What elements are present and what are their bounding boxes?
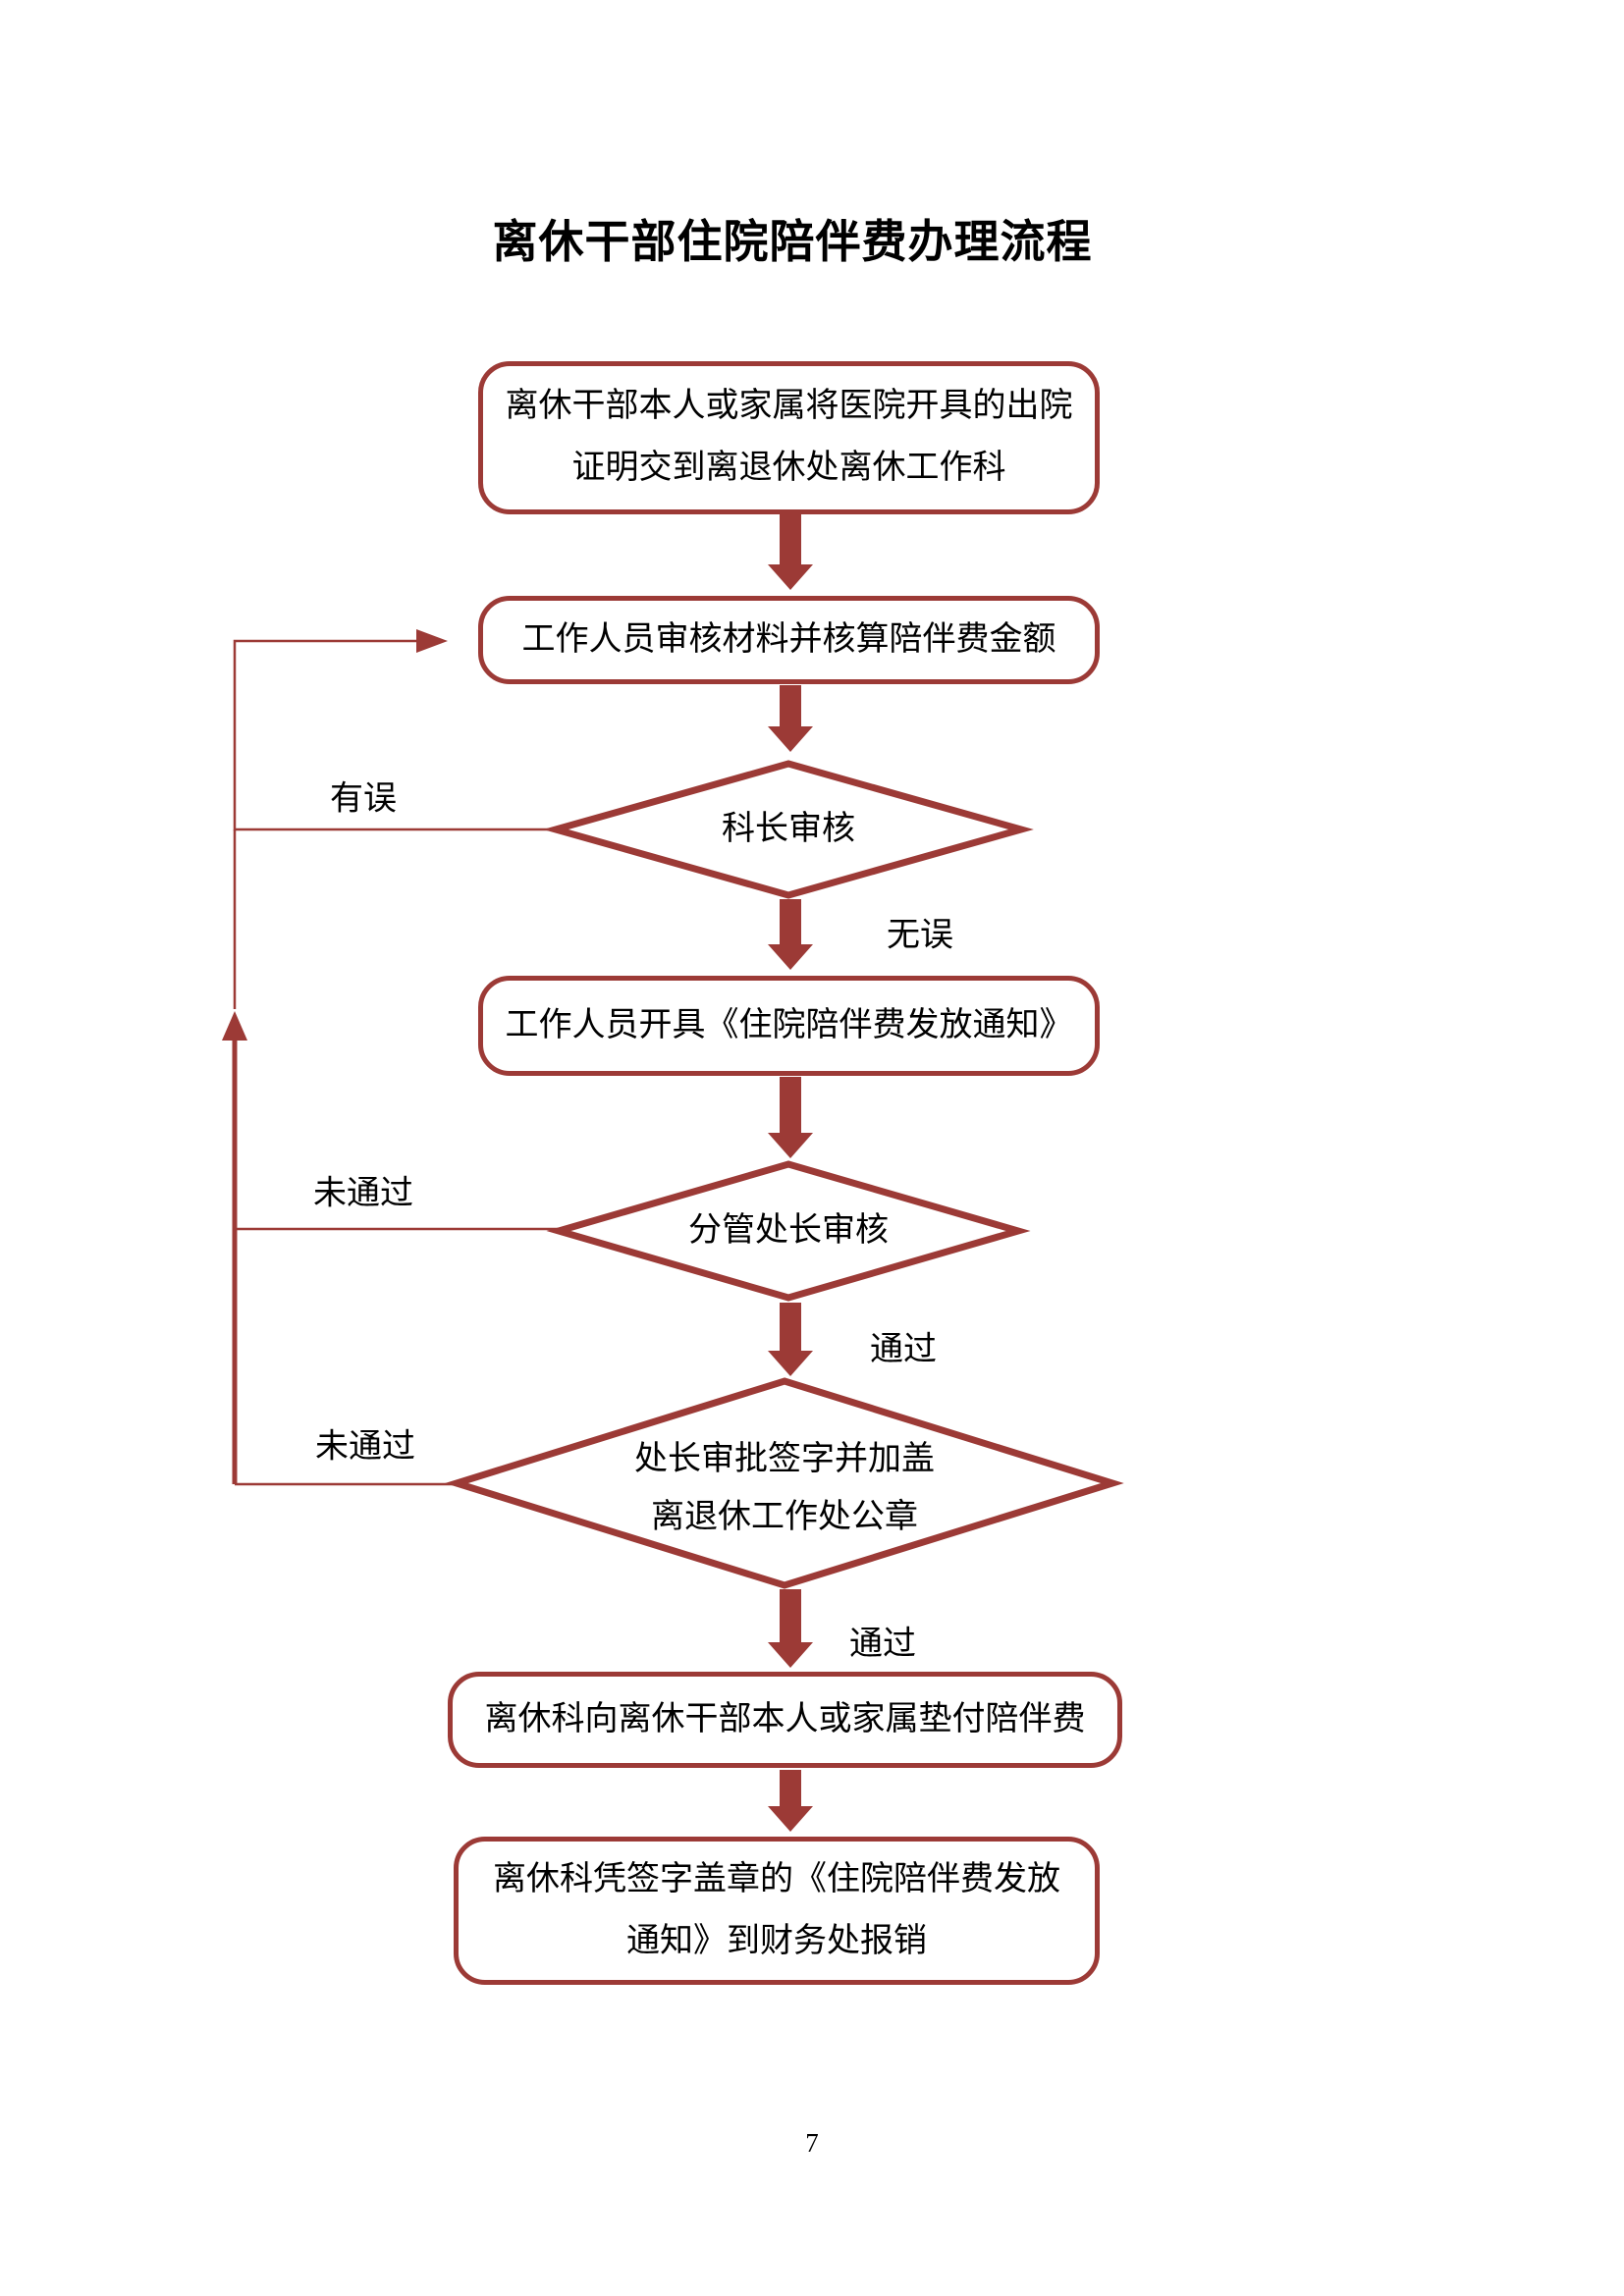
node-text-line: 科长审核 [722,811,855,848]
decision-diamond-deputy-director [546,1160,1031,1302]
node-reimbursement: 离休科凭签字盖章的《住院陪伴费发放 通知》到财务处报销 [454,1837,1100,1985]
node-text-line: 离休科凭签字盖章的《住院陪伴费发放 [493,1860,1060,1897]
edge-label-passed-director: 通过 [849,1626,916,1663]
node-text-line: 分管处长审核 [688,1212,889,1250]
node-submit-discharge-proof: 离休干部本人或家属将医院开具的出院 证明交到离退休处离休工作科 [478,361,1100,514]
right-arrowhead-icon [416,629,448,653]
node-text-line: 离休科向离休干部本人或家属垫付陪伴费 [484,1700,1086,1737]
page-number: 7 [805,2128,819,2158]
edge-label-not-passed-director: 未通过 [315,1428,415,1466]
decision-text-section-chief: 科长审核 [641,800,936,859]
node-text-line: 离休干部本人或家属将医院开具的出院 [505,388,1073,425]
node-text-line: 离退休工作处公章 [651,1499,918,1535]
down-arrow-icon [768,514,813,590]
decision-text-deputy-director: 分管处长审核 [641,1201,936,1260]
node-audit-materials: 工作人员审核材料并核算陪伴费金额 [478,596,1100,684]
feedback-line-error [233,639,556,831]
node-text-line: 工作人员审核材料并核算陪伴费金额 [521,620,1056,658]
down-arrow-icon [768,899,813,970]
down-arrow-icon [768,1303,813,1376]
up-arrow-icon [222,1011,247,1484]
down-arrow-icon [768,685,813,752]
down-arrow-icon [768,1589,813,1668]
edge-label-no-error: 无误 [887,917,953,954]
decision-text-director: 处长审批签字并加盖 离退休工作处公章 [588,1428,981,1548]
edge-label-error: 有误 [330,780,397,818]
node-advance-payment: 离休科向离休干部本人或家属垫付陪伴费 [448,1672,1122,1768]
node-text-line: 证明交到离退休处离休工作科 [571,450,1006,486]
edge-label-not-passed-deputy: 未通过 [313,1175,413,1212]
node-text-line: 处长审批签字并加盖 [634,1440,935,1477]
page-title: 离休干部住院陪伴费办理流程 [492,216,1093,267]
node-text-line: 通知》到财务处报销 [626,1922,927,1959]
node-text-line: 工作人员开具《住院陪伴费发放通知》 [505,1006,1073,1043]
down-arrow-icon [768,1770,813,1832]
decision-diamond-section-chief [543,760,1034,899]
edge-label-passed-deputy: 通过 [870,1331,937,1368]
down-arrow-icon [768,1077,813,1158]
node-issue-notice: 工作人员开具《住院陪伴费发放通知》 [478,976,1100,1076]
decision-diamond-director [445,1377,1124,1589]
